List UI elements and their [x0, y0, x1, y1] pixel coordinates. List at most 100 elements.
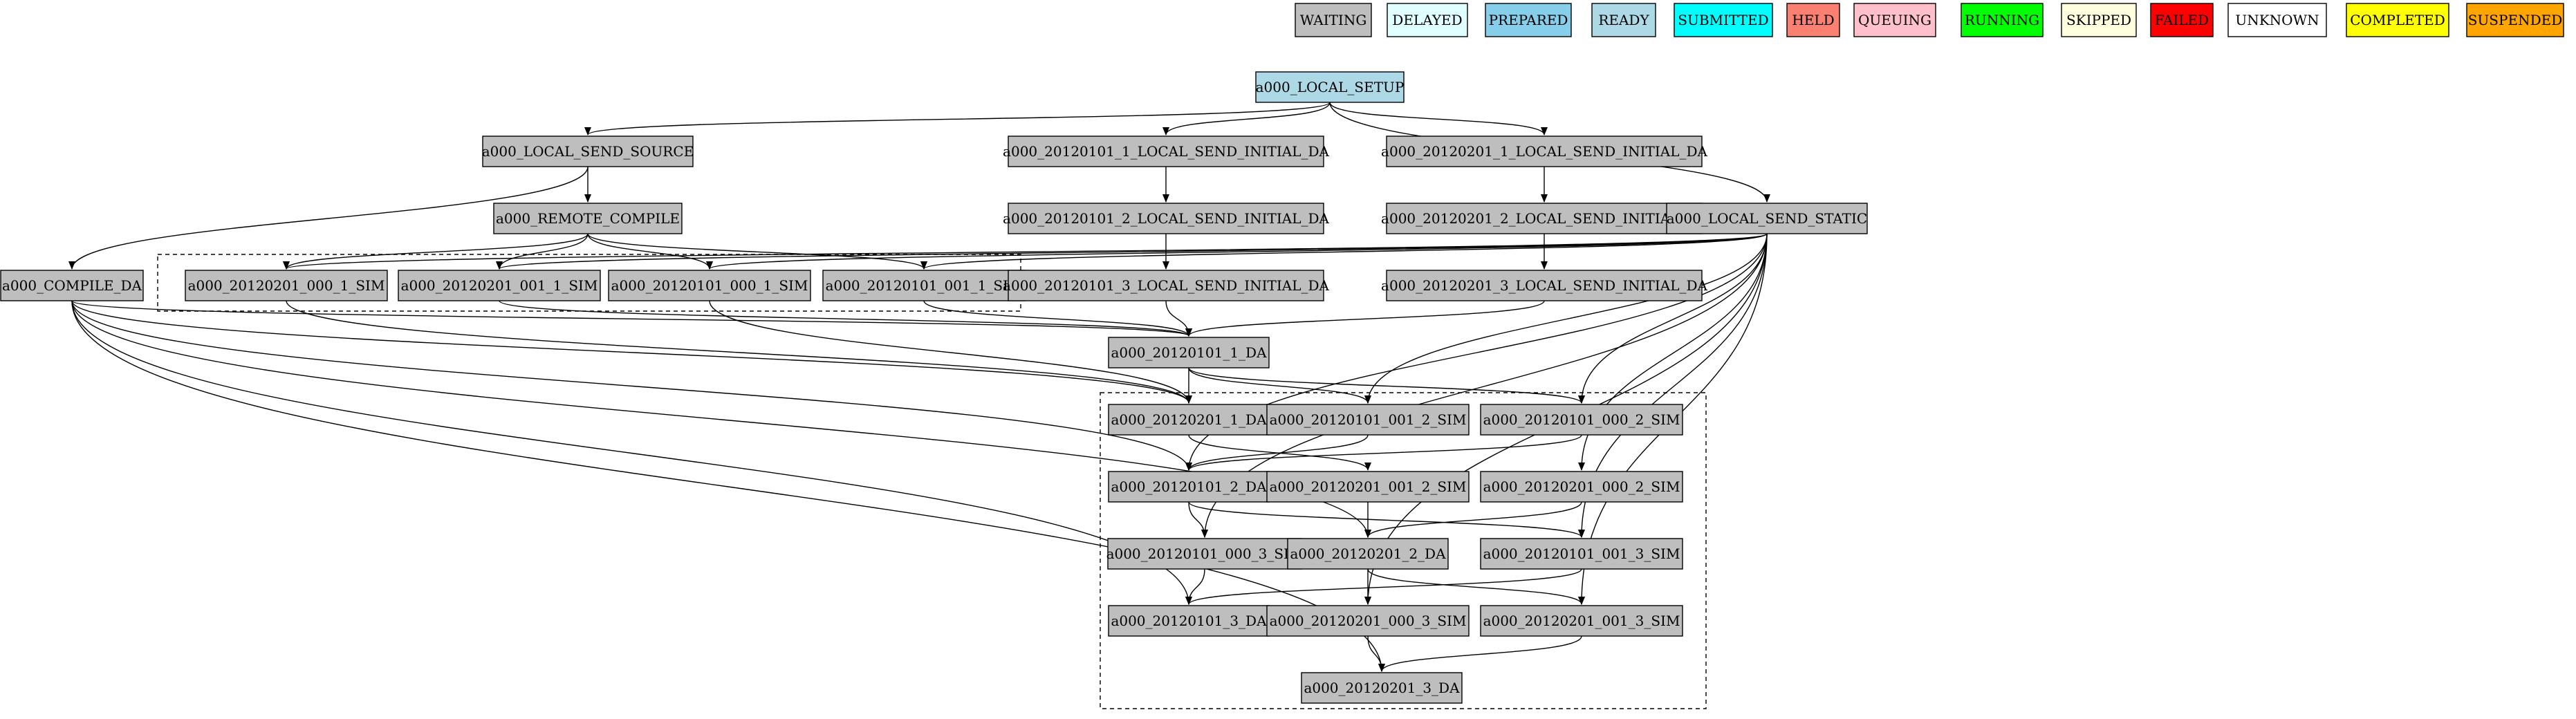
task-node-box[interactable] [1480, 471, 1683, 503]
task-node-da0201-3[interactable]: a000_20120201_3_DA [1301, 672, 1463, 704]
task-node-local-send-source[interactable]: a000_LOCAL_SEND_SOURCE [482, 136, 694, 167]
task-node-box[interactable] [608, 270, 811, 301]
task-node-local-send-static[interactable]: a000_LOCAL_SEND_STATIC [1666, 203, 1868, 234]
task-node-box[interactable] [1108, 404, 1270, 436]
task-node-i0101-3[interactable]: a000_20120101_3_LOCAL_SEND_INITIAL_DA [1003, 270, 1330, 301]
legend-label: SKIPPED [2066, 12, 2131, 28]
task-node-box[interactable] [822, 270, 1026, 301]
task-node-label: a000_REMOTE_COMPILE [496, 210, 680, 227]
task-node-box[interactable] [1108, 605, 1270, 637]
task-node-i0201-3[interactable]: a000_20120201_3_LOCAL_SEND_INITIAL_DA [1381, 270, 1708, 301]
task-node-s0101-001-2[interactable]: a000_20120101_001_2_SIM [1266, 404, 1470, 436]
task-node-label: a000_20120201_2_DA [1290, 545, 1446, 562]
edge-s0101-001-1-to-da0101-1 [923, 300, 1192, 337]
edge-s0101-001-3-to-da0101-3 [1185, 568, 1582, 605]
task-node-box[interactable] [1008, 270, 1324, 301]
task-node-s0201-001-1[interactable]: a000_20120201_001_1_SIM [398, 270, 601, 301]
edge-s0201-000-3-to-da0201-3 [1367, 635, 1385, 672]
node-layer: a000_LOCAL_SETUP a000_LOCAL_SEND_SOURCE a0… [0, 71, 1868, 704]
task-node-box[interactable] [1108, 471, 1270, 503]
task-node-label: a000_20120201_000_3_SIM [1270, 613, 1467, 629]
task-node-box[interactable] [1287, 538, 1449, 570]
task-node-box[interactable] [1480, 404, 1683, 436]
task-node-s0201-000-2[interactable]: a000_20120201_000_2_SIM [1480, 471, 1683, 503]
task-node-box[interactable] [1108, 337, 1270, 368]
task-node-box[interactable] [1255, 71, 1405, 103]
task-node-box[interactable] [398, 270, 601, 301]
legend-swatch [2227, 3, 2327, 37]
task-node-local-setup[interactable]: a000_LOCAL_SETUP [1255, 71, 1405, 103]
task-node-box[interactable] [482, 136, 694, 167]
legend-item-completed: COMPLETED [2346, 3, 2449, 37]
task-node-label: a000_LOCAL_SEND_STATIC [1667, 210, 1867, 227]
legend-swatch [1674, 3, 1773, 37]
task-node-box[interactable] [1301, 672, 1463, 704]
task-node-s0201-000-1[interactable]: a000_20120201_000_1_SIM [185, 270, 388, 301]
task-node-box[interactable] [1266, 471, 1470, 503]
edge-compile-da-to-da0201-1 [71, 300, 1192, 404]
task-node-s0201-000-3[interactable]: a000_20120201_000_3_SIM [1266, 605, 1470, 637]
legend-label: UNKNOWN [2235, 12, 2319, 28]
legend-swatch [1387, 3, 1468, 37]
legend-swatch [1295, 3, 1372, 37]
task-node-i0101-2[interactable]: a000_20120101_2_LOCAL_SEND_INITIAL_DA [1003, 203, 1330, 234]
task-node-box[interactable] [1107, 538, 1302, 570]
task-node-s0101-000-2[interactable]: a000_20120101_000_2_SIM [1480, 404, 1683, 436]
task-node-compile-da[interactable]: a000_COMPILE_DA [0, 270, 144, 301]
task-node-i0201-1[interactable]: a000_20120201_1_LOCAL_SEND_INITIAL_DA [1381, 136, 1708, 167]
task-node-label: a000_LOCAL_SETUP [1256, 79, 1405, 95]
edge-local-setup-to-i0201-1 [1329, 102, 1548, 136]
task-node-box[interactable] [1386, 203, 1703, 234]
task-node-box[interactable] [1008, 136, 1324, 167]
task-node-i0201-2[interactable]: a000_20120201_2_LOCAL_SEND_INITIAL_DA [1381, 203, 1708, 234]
legend-item-skipped: SKIPPED [2061, 3, 2137, 37]
task-node-i0101-1[interactable]: a000_20120101_1_LOCAL_SEND_INITIAL_DA [1003, 136, 1330, 167]
task-node-s0201-001-3[interactable]: a000_20120201_001_3_SIM [1480, 605, 1683, 637]
task-node-s0201-001-2[interactable]: a000_20120201_001_2_SIM [1266, 471, 1470, 503]
task-node-box[interactable] [1666, 203, 1868, 234]
legend-item-suspended: SUSPENDED [2466, 3, 2564, 37]
legend-swatch [1591, 3, 1656, 37]
task-node-box[interactable] [1386, 270, 1703, 301]
task-node-da0101-2[interactable]: a000_20120101_2_DA [1108, 471, 1270, 503]
legend-swatch [2150, 3, 2214, 37]
legend-label: PREPARED [1489, 12, 1568, 28]
edge-local-send-source-to-compile-da [68, 166, 589, 270]
task-node-s0101-000-1[interactable]: a000_20120101_000_1_SIM [608, 270, 811, 301]
edge-local-send-static-to-s0101-000-1 [706, 233, 1768, 270]
task-node-s0101-001-1[interactable]: a000_20120101_001_1_SIM [822, 270, 1026, 301]
task-node-box[interactable] [1266, 404, 1470, 436]
legend-item-submitted: SUBMITTED [1674, 3, 1773, 37]
legend-label: READY [1598, 12, 1649, 28]
task-node-remote-compile[interactable]: a000_REMOTE_COMPILE [493, 203, 683, 234]
edge-da0101-2-to-s0101-000-3 [1188, 501, 1208, 538]
edge-layer [68, 102, 1770, 672]
task-node-da0101-3[interactable]: a000_20120101_3_DA [1108, 605, 1270, 637]
task-node-label: a000_20120201_000_2_SIM [1483, 478, 1680, 495]
edge-da0101-1-to-s0101-001-2 [1188, 367, 1371, 404]
legend-swatch [2346, 3, 2449, 37]
edge-da0201-1-to-s0201-001-2 [1188, 434, 1371, 471]
task-node-da0201-1[interactable]: a000_20120201_1_DA [1108, 404, 1270, 436]
task-node-box[interactable] [1386, 136, 1703, 167]
legend-item-failed: FAILED [2150, 3, 2214, 37]
edge-s0101-000-2-to-da0101-2 [1185, 434, 1582, 471]
task-node-s0101-000-3[interactable]: a000_20120101_000_3_SIM [1106, 538, 1304, 570]
task-node-s0101-001-3[interactable]: a000_20120101_001_3_SIM [1480, 538, 1683, 570]
task-node-box[interactable] [185, 270, 388, 301]
legend-item-held: HELD [1786, 3, 1840, 37]
task-node-box[interactable] [493, 203, 683, 234]
task-node-label: a000_20120101_2_DA [1111, 478, 1267, 495]
task-node-box[interactable] [1266, 605, 1470, 637]
task-node-box[interactable] [0, 270, 144, 301]
task-node-box[interactable] [1008, 203, 1324, 234]
task-node-label: a000_20120201_001_1_SIM [401, 277, 598, 294]
task-node-da0201-2[interactable]: a000_20120201_2_DA [1287, 538, 1449, 570]
task-node-box[interactable] [1480, 605, 1683, 637]
task-node-da0101-1[interactable]: a000_20120101_1_DA [1108, 337, 1270, 368]
edge-compile-da-to-da0101-2 [71, 300, 1192, 471]
task-node-label: a000_20120201_001_2_SIM [1270, 478, 1467, 495]
task-node-label: a000_20120101_001_1_SIM [826, 277, 1023, 294]
task-node-box[interactable] [1480, 538, 1683, 570]
